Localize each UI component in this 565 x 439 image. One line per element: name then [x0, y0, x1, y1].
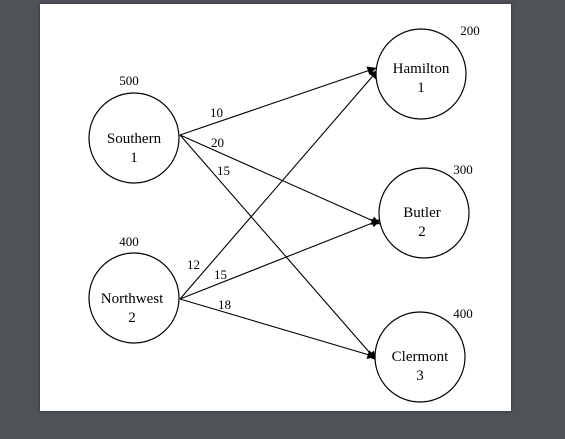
destination-node-hamilton: Hamilton 1 200 — [375, 23, 480, 120]
node-index: 2 — [418, 224, 426, 240]
node-name: Clermont — [392, 349, 449, 365]
cost-label-southern-butler: 20 — [211, 135, 224, 150]
node-circle — [378, 167, 470, 259]
demand-label: 300 — [453, 162, 473, 177]
node-index: 3 — [416, 368, 424, 384]
node-name: Southern — [107, 131, 162, 147]
cost-label-southern-clermont: 15 — [217, 163, 230, 178]
node-index: 1 — [417, 80, 425, 96]
cost-label-northwest-clermont: 18 — [218, 297, 231, 312]
node-circle — [88, 92, 180, 184]
destination-node-clermont: Clermont 3 400 — [374, 306, 473, 403]
node-circle — [375, 28, 467, 120]
arc-southern-hamilton — [179, 66, 377, 136]
arc-northwest-butler — [179, 218, 381, 300]
source-node-northwest: Northwest 2 400 — [88, 234, 180, 344]
arc-southern-clermont — [179, 134, 377, 361]
arc-northwest-hamilton — [179, 69, 379, 300]
node-name: Hamilton — [393, 61, 450, 77]
diagram-page: 10 20 15 12 15 18 Southern 1 500 Northwe… — [40, 4, 511, 411]
demand-label: 400 — [453, 306, 473, 321]
supply-label: 500 — [119, 73, 139, 88]
arc-northwest-clermont — [179, 298, 377, 359]
node-index: 1 — [130, 150, 138, 166]
arc-southern-butler — [179, 134, 381, 225]
cost-label-northwest-hamilton: 12 — [187, 257, 200, 272]
node-name: Northwest — [101, 291, 164, 307]
node-circle — [374, 311, 466, 403]
node-index: 2 — [128, 310, 136, 326]
demand-label: 200 — [460, 23, 480, 38]
source-node-southern: Southern 1 500 — [88, 73, 180, 184]
cost-label-southern-hamilton: 10 — [210, 105, 223, 120]
node-name: Butler — [403, 205, 441, 221]
arcs-group — [179, 66, 381, 361]
destination-node-butler: Butler 2 300 — [378, 162, 473, 259]
cost-label-northwest-butler: 15 — [214, 267, 227, 282]
supply-label: 400 — [119, 234, 139, 249]
node-circle — [88, 252, 180, 344]
cost-labels-group: 10 20 15 12 15 18 — [187, 105, 231, 312]
